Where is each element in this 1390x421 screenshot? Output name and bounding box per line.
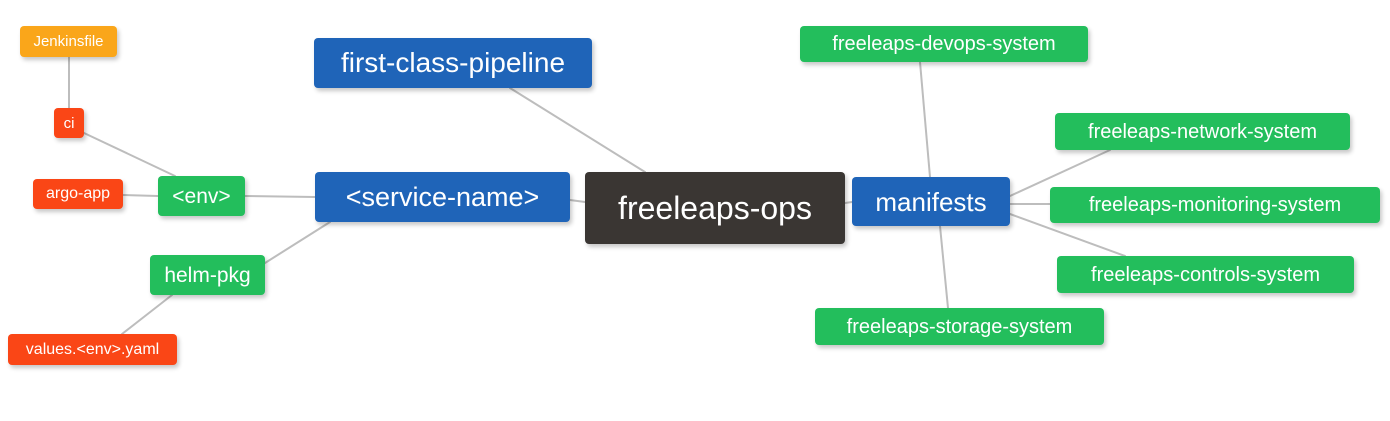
node-controls-system[interactable]: freeleaps-controls-system [1057,256,1354,293]
edge-manifests-storage [939,225,949,309]
edge-servicename-helmpkg [264,221,331,264]
node-monitoring-system[interactable]: freeleaps-monitoring-system [1050,187,1380,223]
edge-ops-manifests [844,201,853,204]
node-label-values-yaml: values.<env>.yaml [25,340,160,358]
node-devops-system[interactable]: freeleaps-devops-system [800,26,1088,62]
node-storage-system[interactable]: freeleaps-storage-system [815,308,1104,345]
node-label-monitoring-system: freeleaps-monitoring-system [1088,194,1342,216]
node-env[interactable]: <env> [158,176,245,216]
node-label-helm-pkg: helm-pkg [164,263,251,287]
node-argo-app[interactable]: argo-app [33,179,123,209]
node-label-ci: ci [63,114,75,132]
node-label-service-name: <service-name> [345,181,540,212]
node-values-yaml[interactable]: values.<env>.yaml [8,334,177,365]
node-label-env: <env> [172,184,231,208]
node-freeleaps-ops[interactable]: freeleaps-ops [585,172,845,244]
edge-servicename-ops [569,199,586,203]
node-jenkinsfile[interactable]: Jenkinsfile [20,26,117,57]
node-service-name[interactable]: <service-name> [315,172,570,222]
node-label-manifests: manifests [875,186,987,217]
node-label-network-system: freeleaps-network-system [1088,120,1317,143]
edge-pipeline-ops [509,87,646,173]
node-manifests[interactable]: manifests [852,177,1010,226]
edge-env-servicename [244,195,316,198]
edge-argoapp-env [122,194,159,197]
edge-manifests-devops [919,61,931,178]
node-network-system[interactable]: freeleaps-network-system [1055,113,1350,150]
node-label-storage-system: freeleaps-storage-system [846,315,1073,338]
node-label-devops-system: freeleaps-devops-system [832,33,1056,55]
node-first-class-pipeline[interactable]: first-class-pipeline [314,38,592,88]
edge-helmpkg-values [121,294,173,335]
node-helm-pkg[interactable]: helm-pkg [150,255,265,295]
node-label-jenkinsfile: Jenkinsfile [33,33,104,50]
node-label-freeleaps-ops: freeleaps-ops [618,190,812,226]
node-ci[interactable]: ci [54,108,84,138]
node-label-argo-app: argo-app [45,185,111,202]
node-label-first-class-pipeline: first-class-pipeline [340,47,566,78]
edge-ci-env [83,132,176,177]
node-label-controls-system: freeleaps-controls-system [1091,263,1320,286]
